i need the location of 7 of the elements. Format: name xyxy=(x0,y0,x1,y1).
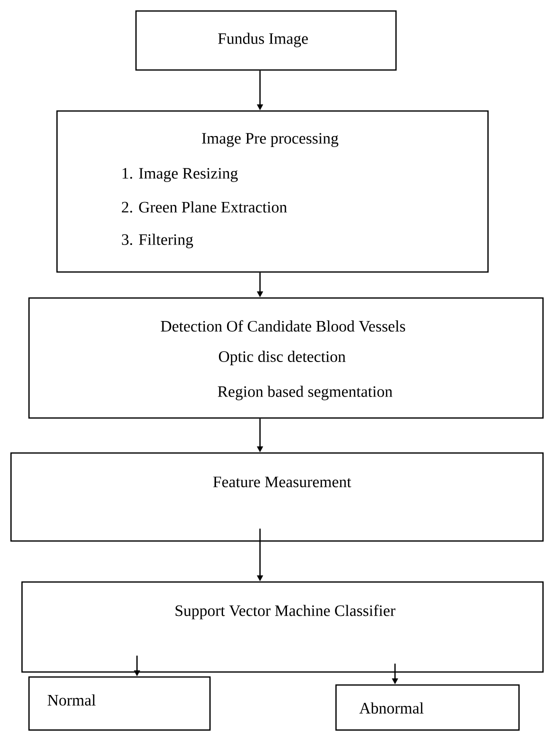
process-box: Feature Measurement xyxy=(10,452,544,542)
process-box: Detection Of Candidate Blood Vessels Optic disc detection Region based segmentation xyxy=(28,297,544,419)
process-box: Normal xyxy=(28,676,211,731)
process-box: Abnormal xyxy=(335,684,520,731)
process-box: Support Vector Machine Classifier xyxy=(21,581,544,673)
process-box: Image Pre processing 1. Image Resizing 2. Green Plane Extraction 3. Filtering xyxy=(56,110,489,273)
process-box: Fundus Image xyxy=(135,10,397,71)
